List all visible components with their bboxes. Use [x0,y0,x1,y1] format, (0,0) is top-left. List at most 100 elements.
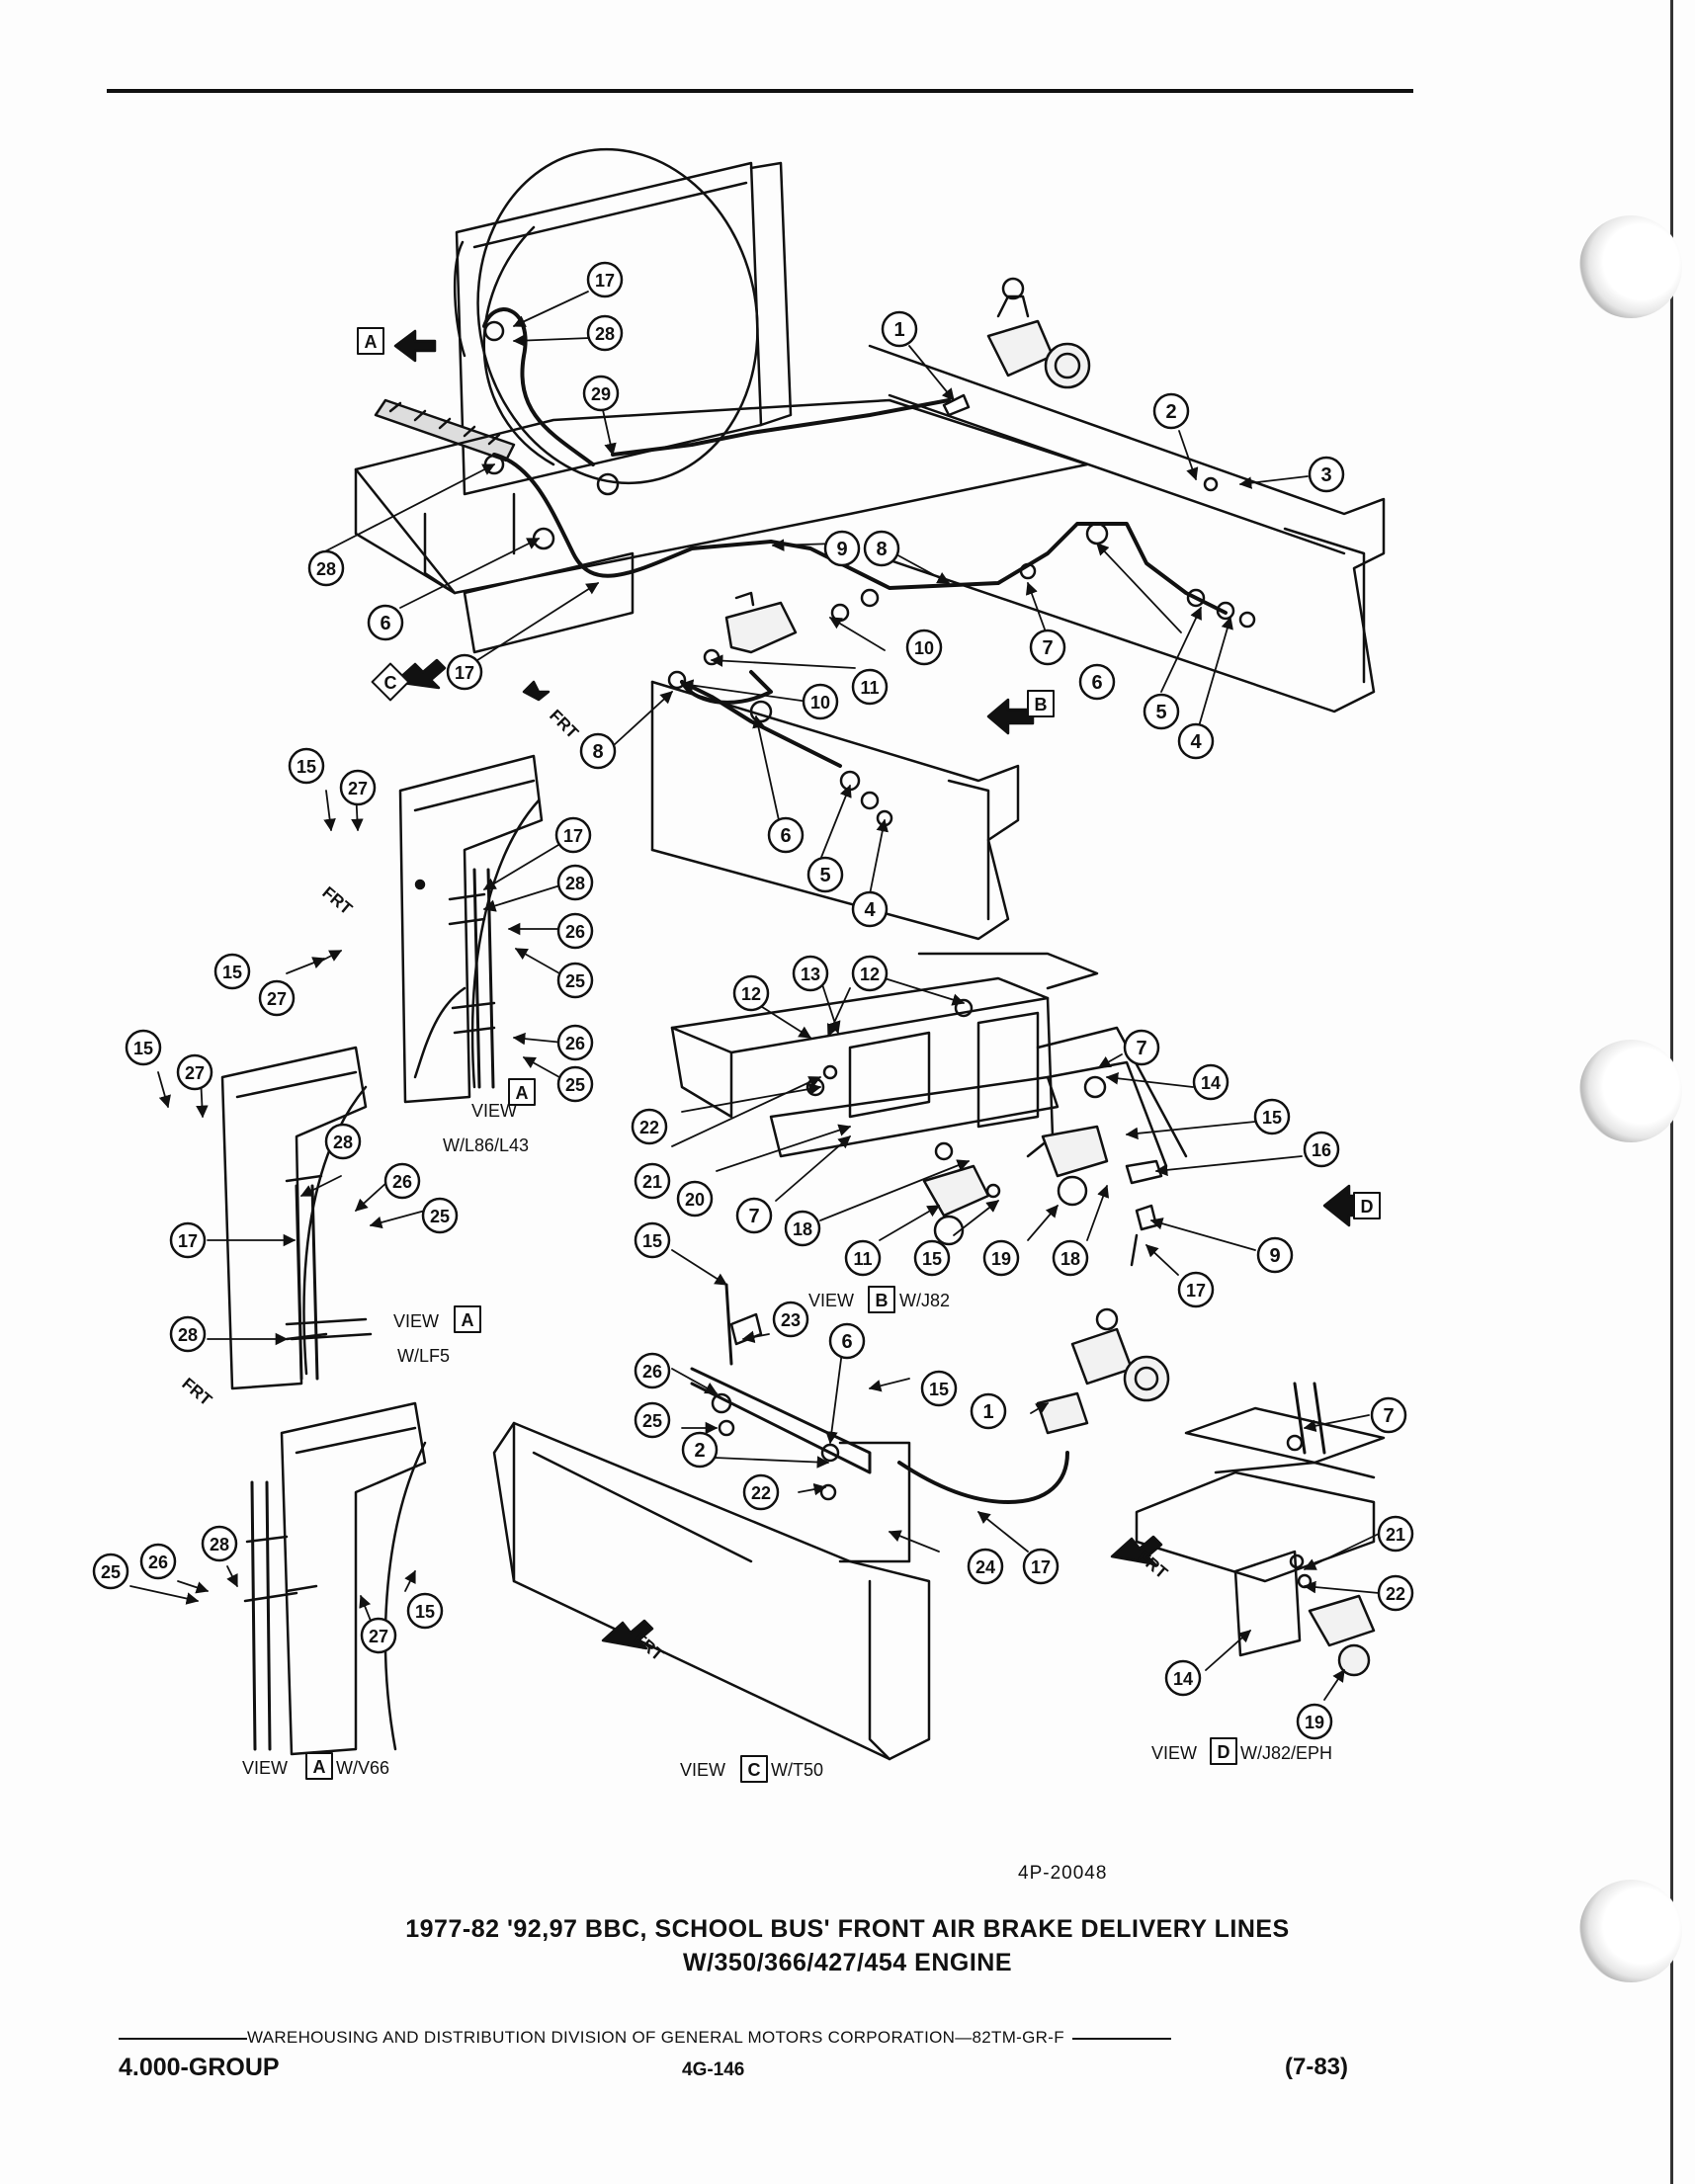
callout-number: 1 [982,1401,993,1423]
callout-number: 17 [595,271,615,291]
footer-page-number: 4G-146 [682,2059,745,2080]
callout-2: 2 [681,1431,719,1469]
svg-text:A: A [462,1310,474,1330]
callout-27: 27 [176,1053,213,1091]
callout-circle [556,1065,594,1103]
callout-26: 26 [383,1162,421,1200]
callout-circle [1164,1659,1202,1697]
callout-20: 20 [676,1180,714,1218]
view-b-caption: W/J82 [899,1291,950,1310]
footer-rule [1071,2037,1171,2040]
svg-text:D: D [1361,1197,1374,1217]
callout-circle [634,1221,671,1259]
callout-number: 18 [793,1219,812,1239]
footer-date: (7-83) [1285,2054,1349,2080]
callout-number: 21 [642,1172,662,1192]
callout-circle [1256,1236,1294,1274]
callout-18: 18 [784,1210,821,1247]
callout-1: 1 [881,310,918,348]
callout-7: 7 [735,1197,773,1234]
callout-circle [1308,456,1345,493]
callout-circle [742,1473,780,1511]
callout-15: 15 [1253,1098,1291,1135]
callout-7: 7 [1123,1029,1160,1066]
view-a-lf5-caption: W/LF5 [397,1346,450,1366]
callout-number: 13 [801,965,820,984]
frt-label: FRT [318,883,356,919]
footer-group: 4.000-GROUP [119,2054,280,2081]
view-letter-box-a: A [508,1078,536,1106]
view-a-l86-caption: W/L86/L43 [443,1135,529,1155]
callout-circle [139,1543,177,1580]
top-rule [107,89,1413,93]
callout-circle [802,683,839,720]
callout-circle [258,979,296,1017]
callout-number: 17 [178,1231,198,1251]
callout-circle [367,604,404,641]
callout-circle [1029,629,1066,666]
callout-15: 15 [406,1592,444,1630]
callout-number: 4 [1190,731,1202,753]
callout-7: 7 [1029,629,1066,666]
callout-circle [920,1370,958,1407]
callout-11: 11 [851,668,889,706]
callout-number: 15 [297,757,316,777]
callout-circle [634,1162,671,1200]
callout-19: 19 [982,1239,1020,1277]
callout-number: 7 [1136,1038,1146,1059]
callout-circle [201,1525,238,1562]
callout-number: 20 [685,1190,705,1210]
callout-circle [579,732,617,770]
callout-number: 26 [148,1553,168,1572]
callout-number: 7 [1383,1405,1394,1427]
callout-28: 28 [556,864,594,901]
callout-9: 9 [823,530,861,567]
callout-circle [851,668,889,706]
callout-17: 17 [446,653,483,691]
callout-circle [681,1431,719,1469]
callout-number: 17 [455,663,474,683]
callout-circle [556,1024,594,1061]
callout-number: 17 [1031,1557,1051,1577]
view-word: VIEW [242,1758,288,1778]
callout-number: 25 [565,971,585,991]
callout-number: 22 [751,1483,771,1503]
view-letter-box-a: A [305,1752,333,1780]
callout-number: 27 [267,989,287,1009]
callout-circle [1377,1574,1414,1612]
view-letter-box-d: D [1353,1192,1381,1219]
callout-22: 22 [1377,1574,1414,1612]
callout-23: 23 [772,1301,809,1338]
callout-8: 8 [579,732,617,770]
callout-22: 22 [631,1108,668,1145]
callout-circle [1377,1515,1414,1553]
view-a-v66-drawing [243,1401,427,1756]
callout-26: 26 [556,1024,594,1061]
callout-number: 27 [369,1627,388,1646]
callout-circle [556,864,594,901]
view-c-t50-drawing [492,1283,1170,1761]
view-b-j82-drawing [670,952,1376,1267]
callout-number: 27 [348,779,368,798]
callout-number: 28 [316,559,336,579]
callout-number: 27 [185,1063,205,1083]
callout-circle [1253,1098,1291,1135]
callout-circle [1303,1131,1340,1168]
callout-15: 15 [920,1370,958,1407]
callout-number: 8 [592,741,603,763]
view-a-v66-caption: W/V66 [336,1758,389,1778]
callout-circle [324,1123,362,1160]
view-word: VIEW [680,1760,725,1780]
callout-circle [288,747,325,785]
callout-number: 15 [415,1602,435,1622]
callout-11: 11 [844,1239,882,1277]
callout-number: 16 [1312,1140,1331,1160]
view-letter-box-d: D [1210,1737,1237,1765]
callout-number: 19 [991,1249,1011,1269]
binder-hole [1579,1040,1682,1142]
view-word: VIEW [808,1291,854,1310]
callout-25: 25 [92,1553,129,1590]
callout-6: 6 [1078,663,1116,701]
view-letter-box-b: B [1027,690,1055,717]
